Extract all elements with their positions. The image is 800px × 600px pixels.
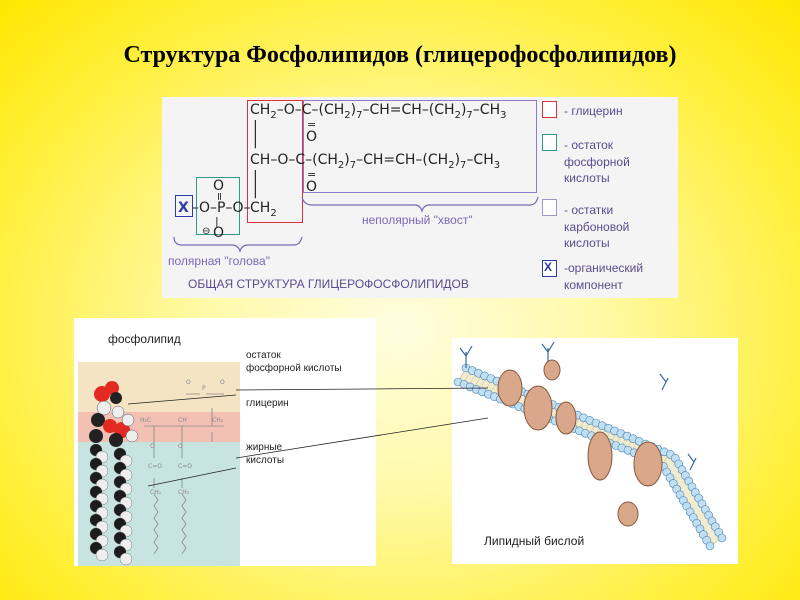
fatty-acids-label: жирные кислоты — [246, 442, 285, 466]
svg-text:C=O: C=O — [178, 463, 192, 470]
legend-carboxylic-text: - остатки карбоновой кислоты — [564, 203, 630, 251]
legend-organic-swatch: X — [542, 260, 557, 277]
formula-minus: ⊖ — [202, 226, 211, 237]
fatty-acid-box — [303, 100, 537, 193]
phosphate-residue-label: остаток фосфорной кислоты — [246, 350, 342, 374]
formula-row-3: CH2 — [250, 200, 277, 219]
phospholipid-panel: O P O H₂C CH CH₂ O O C=O C=O CH₂ CH₂ фосфолипид… — [74, 318, 376, 566]
formula-dbl-1: = — [307, 118, 317, 131]
brace-lines — [173, 196, 539, 253]
svg-text:O: O — [150, 443, 155, 450]
formula-row-1: CH2–O–C–(CH2)7–CH=CH–(CH2)7–CH3 — [250, 102, 507, 121]
svg-text:O: O — [178, 443, 183, 450]
svg-text:C=O: C=O — [148, 463, 162, 470]
formula-row-2: CH–O–C–(CH2)7–CH=CH–(CH2)7–CH3 — [250, 152, 501, 171]
legend-phosphate-text: - остаток фосфорной кислоты — [564, 138, 630, 186]
space-filling-molecule — [89, 381, 139, 447]
formula-o-1: O — [306, 129, 318, 145]
bilayer-panel: Липидный бислой — [452, 338, 738, 564]
svg-text:O: O — [220, 379, 225, 386]
formula-vbar-2b: | — [253, 183, 258, 199]
formula-x: X — [178, 200, 189, 216]
svg-text:CH: CH — [178, 417, 187, 424]
svg-text:CH₂: CH₂ — [178, 489, 190, 496]
formula-panel: CH2–O–C–(CH2)7–CH=CH–(CH2)7–CH3 = O | | … — [162, 97, 678, 298]
nonpolar-tail-label: неполярный "хвост" — [362, 213, 473, 227]
formula-p-chain: –O–P–O– — [192, 200, 251, 216]
formula-dbl-2: = — [307, 168, 317, 181]
legend-phosphate-swatch — [542, 134, 557, 151]
polar-head-label: полярная "голова" — [168, 254, 270, 268]
general-structure-caption: ОБЩАЯ СТРУКТУРА ГЛИЦЕРОФОСФОЛИПИДОВ — [188, 277, 469, 291]
formula-p-o-bottom: O — [213, 225, 225, 241]
glycerol-label: глицерин — [246, 398, 289, 409]
phospholipid-diagram: O P O H₂C CH CH₂ O O C=O C=O CH₂ CH₂ — [78, 362, 240, 566]
slide-title: Структура Фосфолипидов (глицерофосфолипи… — [123, 42, 677, 68]
svg-text:O: O — [186, 379, 191, 386]
formula-vbar-1b: | — [253, 133, 258, 149]
glycerol-box — [247, 100, 303, 223]
organic-component-box — [175, 195, 193, 217]
svg-text:P: P — [202, 385, 206, 392]
legend-organic-x: X — [544, 260, 553, 274]
formula-p-o-top: O — [213, 178, 225, 194]
svg-text:CH₂: CH₂ — [150, 489, 162, 496]
svg-text:H₂C: H₂C — [140, 417, 151, 424]
svg-text:CH₂: CH₂ — [212, 417, 224, 424]
formula-vbar-2: | — [253, 169, 258, 185]
bilayer-caption: Липидный бислой — [484, 534, 585, 548]
formula-p-vbar: | — [215, 215, 219, 228]
lipid-bilayer-illustration — [453, 341, 727, 551]
legend-glycerol-swatch — [542, 101, 557, 118]
phosphate-box — [196, 177, 240, 235]
formula-o-2: O — [306, 179, 318, 195]
legend-organic-text: -органический компонент — [564, 261, 644, 292]
legend-carboxylic-swatch — [542, 199, 557, 216]
legend-glycerol-text: - глицерин — [564, 104, 623, 118]
phospholipid-title: фосфолипид — [108, 332, 181, 346]
formula-vbar-1: | — [253, 119, 258, 135]
